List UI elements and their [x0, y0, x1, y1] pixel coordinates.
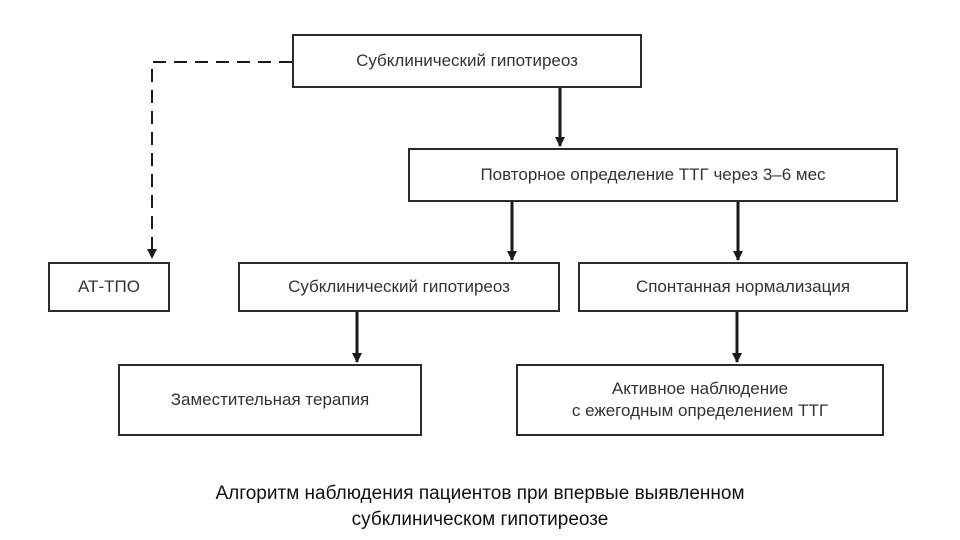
node-label: Заместительная терапия	[170, 390, 370, 409]
node-subclinical-hypothyroidism-root: Субклинический гипотиреоз	[292, 34, 642, 88]
node-label: Повторное определение ТТГ через 3–6 мес	[480, 165, 826, 184]
node-label: Субклинический гипотиреоз	[288, 277, 510, 296]
node-label-line2: с ежегодным определением ТТГ	[571, 401, 829, 420]
node-replacement-therapy: Заместительная терапия	[118, 364, 422, 436]
node-spontaneous-normalization: Спонтанная нормализация	[578, 262, 908, 312]
node-label-line1: Активное наблюдение	[611, 379, 789, 398]
node-subclinical-hypothyroidism: Субклинический гипотиреоз	[238, 262, 560, 312]
node-label: Субклинический гипотиреоз	[356, 51, 578, 70]
node-repeat-tsh: Повторное определение ТТГ через 3–6 мес	[408, 148, 898, 202]
dashed-connector-root-to-at-tpo	[147, 61, 292, 259]
node-active-observation: Активное наблюдение с ежегодным определе…	[516, 364, 884, 436]
node-label: Спонтанная нормализация	[635, 277, 851, 296]
caption-line-2: субклиническом гипотиреозе	[351, 509, 609, 530]
caption-line-1: Алгоритм наблюдения пациентов при впервы…	[215, 483, 745, 504]
node-label: АТ-ТПО	[78, 277, 140, 296]
node-at-tpo: АТ-ТПО	[48, 262, 170, 312]
